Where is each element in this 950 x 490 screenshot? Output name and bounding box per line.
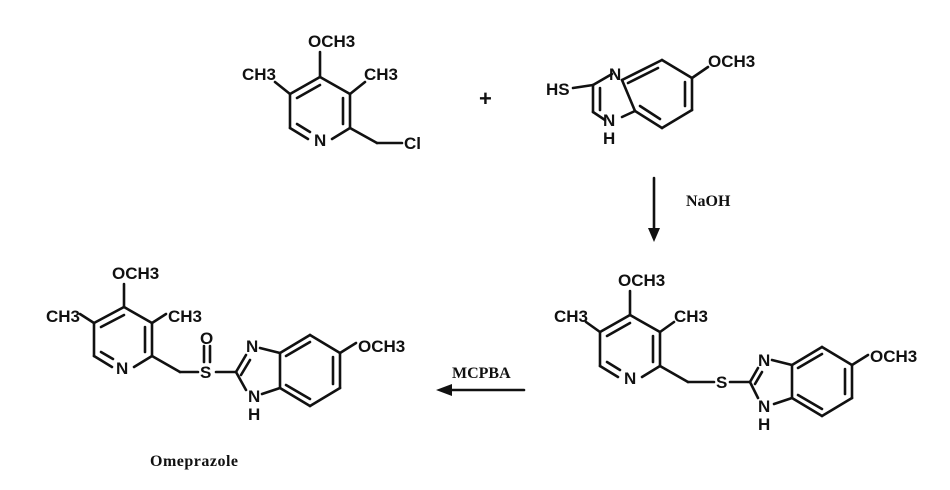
methyl-right-label: CH3 (364, 65, 398, 84)
pyridine-ring-bonds (92, 305, 154, 369)
methoxy-right-bond (850, 353, 870, 367)
methyl-right-bond (348, 80, 367, 96)
sulfur-label: S (716, 373, 727, 392)
methoxy-label: OCH3 (708, 52, 755, 71)
plus-sign: + (479, 86, 492, 111)
intermediate-sulfide: OCH3 CH3 CH3 N S N N H OCH3 (554, 271, 917, 434)
imidazole-ring-bonds (234, 346, 282, 396)
methyl-left-bond (78, 312, 96, 325)
methyl-left-bond (273, 80, 292, 96)
methyl-right-bond (658, 320, 676, 334)
methoxy-top-label: OCH3 (112, 264, 159, 283)
reaction-arrow-2: MCPBA (436, 365, 526, 396)
methyl-right-bond (150, 312, 168, 325)
arrow-head (436, 384, 452, 396)
methyl-left-label: CH3 (46, 307, 80, 326)
methoxy-right-label: OCH3 (870, 347, 917, 366)
amine-nitrogen-label: N (758, 397, 770, 416)
amine-nitrogen-label: N (603, 111, 615, 130)
reaction-arrow-1: NaOH (648, 176, 731, 242)
pyridine-ring-bonds (598, 313, 662, 379)
arrow-head (648, 228, 660, 242)
amine-hydrogen-label: H (758, 415, 770, 434)
imine-nitrogen-label: N (609, 65, 621, 84)
pyridine-nitrogen-label: N (116, 359, 128, 378)
methyl-left-label: CH3 (242, 65, 276, 84)
pyridine-nitrogen-label: N (314, 131, 326, 150)
imine-nitrogen-label: N (758, 351, 770, 370)
amine-hydrogen-label: H (603, 129, 615, 148)
imidazole-ring-bonds (748, 358, 794, 406)
methyl-right-label: CH3 (168, 307, 202, 326)
pyridine-ring-bonds (288, 75, 352, 141)
methoxy-top-label: OCH3 (618, 271, 665, 290)
methoxy-right-label: OCH3 (358, 337, 405, 356)
amine-hydrogen-label: H (248, 405, 260, 424)
thiol-bond (571, 83, 595, 90)
thiol-label: HS (546, 80, 570, 99)
reagent-naoh: NaOH (686, 193, 731, 210)
methylene-bond (150, 354, 182, 374)
methoxy-bond (690, 65, 710, 80)
reagent-mcpba: MCPBA (452, 365, 511, 382)
amine-nitrogen-label: N (248, 387, 260, 406)
methoxy-right-bond (338, 341, 358, 355)
methyl-right-label: CH3 (674, 307, 708, 326)
imidazole-ring-bonds (591, 72, 637, 122)
methylene-bond (658, 364, 690, 384)
sulfur-label: S (200, 363, 211, 382)
imine-nitrogen-label: N (246, 337, 258, 356)
methyl-left-bond (584, 320, 602, 334)
methoxy-label: OCH3 (308, 32, 355, 51)
chloromethyl-bond-1 (348, 126, 379, 145)
chlorine-label: Cl (404, 134, 421, 153)
sulfoxide-oxygen-label: O (200, 329, 213, 348)
benzene-ring-bonds (620, 58, 694, 130)
reactant-benzimidazole: HS N N H OCH3 (546, 52, 755, 148)
product-name: Omeprazole (150, 453, 239, 470)
benzene-ring-bonds (790, 345, 854, 418)
benzene-ring-bonds (278, 333, 342, 408)
pyridine-nitrogen-label: N (624, 369, 636, 388)
reactant-pyridine: OCH3 CH3 CH3 N Cl (242, 32, 421, 153)
methyl-left-label: CH3 (554, 307, 588, 326)
product-omeprazole: OCH3 CH3 CH3 N O S N N H OCH3 Omeprazole (46, 264, 405, 470)
